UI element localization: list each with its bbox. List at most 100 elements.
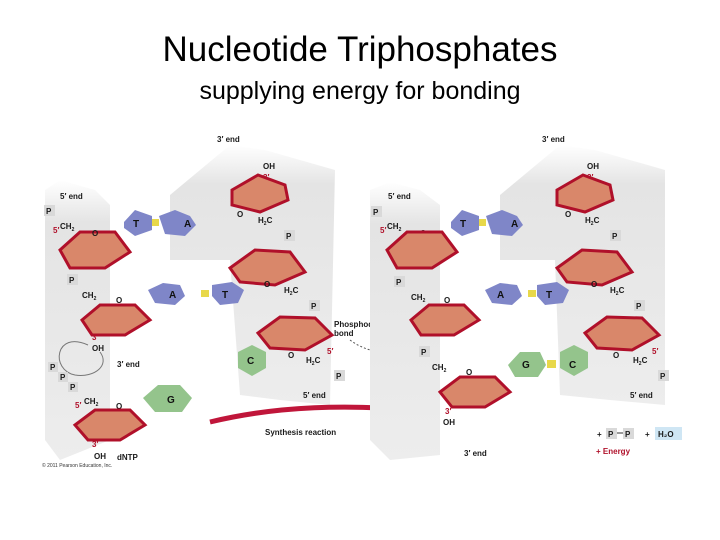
- phosphate-label: P: [50, 363, 56, 372]
- base-g-label: G: [167, 395, 175, 406]
- dntp-label: dNTP: [117, 453, 139, 462]
- base-c: [238, 345, 266, 376]
- sugar-pentagon: [80, 303, 153, 337]
- phosphate-box: [394, 276, 405, 287]
- five-prime-end-label: 5′ end: [388, 192, 411, 201]
- phosphate-box: [419, 346, 430, 357]
- base-t-label: T: [460, 219, 466, 230]
- phosphate-box: [658, 370, 669, 381]
- h2c-label: H2C: [585, 216, 600, 227]
- ch2-label: CH2: [84, 397, 99, 408]
- attack-loop: [58, 341, 104, 376]
- base-a: [159, 210, 196, 236]
- h2c-label: H2C: [633, 356, 648, 367]
- phosphodiester-bond-label-2: bond: [334, 329, 354, 338]
- sugar-pentagon: [582, 315, 662, 352]
- o-label: O: [444, 296, 450, 305]
- five-prime-label: 5′: [652, 347, 658, 356]
- base-t-label: T: [222, 290, 228, 301]
- sugar-pentagon: [72, 408, 148, 442]
- base-a: [485, 283, 522, 305]
- three-prime-end-label: 3′ end: [217, 135, 240, 144]
- sugar-pentagon: [554, 248, 635, 287]
- three-prime-label: 3′: [92, 333, 98, 342]
- phosphate-box: [371, 206, 382, 217]
- oh-label: OH: [263, 162, 275, 171]
- five-prime-label: 5′: [75, 401, 81, 410]
- slide-title: Nucleotide Triphosphates: [162, 30, 558, 69]
- energy-label: + Energy: [596, 447, 631, 456]
- base-a: [148, 283, 185, 305]
- three-prime-label: 3′: [445, 407, 451, 416]
- base-a-label: A: [497, 290, 504, 301]
- hydrogen-bonds: [547, 360, 556, 368]
- ch2-label: CH2: [411, 293, 426, 304]
- o-label: O: [613, 351, 619, 360]
- phosphate-box: [610, 230, 621, 241]
- h2c-label: H2C: [284, 286, 299, 297]
- sugar-pentagon: [227, 248, 308, 287]
- phosphate-label: P: [660, 372, 666, 381]
- base-c: [560, 345, 588, 376]
- phosphate-box: [44, 205, 55, 216]
- oh-label: OH: [443, 418, 455, 427]
- phosphate-box: [58, 372, 68, 382]
- o-label: O: [591, 280, 597, 289]
- o-label: O: [116, 296, 122, 305]
- base-a: [486, 210, 523, 236]
- base-g: [508, 352, 546, 377]
- base-a-label: A: [169, 290, 176, 301]
- ch2-label: CH2: [432, 363, 447, 374]
- phosphate-box: [48, 362, 58, 372]
- sugar-pentagon: [58, 230, 133, 270]
- phosphate-label: P: [70, 383, 76, 392]
- sugar-pentagon: [230, 173, 290, 214]
- phosphate-label: P: [311, 302, 317, 311]
- phosphate-label: P: [60, 373, 66, 382]
- synthesis-reaction-label: Synthesis reaction: [265, 428, 336, 437]
- phosphate-label: P: [421, 348, 427, 357]
- phosphate-label: P: [69, 276, 75, 285]
- phosphate-box: [606, 428, 617, 439]
- five-prime-label: 5′: [380, 226, 386, 235]
- five-prime-end-label: 5′ end: [630, 391, 653, 400]
- base-t: [212, 282, 244, 305]
- h2o-box: [655, 427, 682, 440]
- five-prime-label: 5′: [327, 347, 333, 356]
- phosphate-box: [67, 274, 78, 285]
- slide-subtitle: supplying energy for bonding: [199, 77, 521, 105]
- base-a-label: A: [184, 219, 191, 230]
- o-label: O: [288, 351, 294, 360]
- o-label: O: [565, 210, 571, 219]
- phosphate-label: P: [612, 232, 618, 241]
- base-t-label: T: [546, 290, 552, 301]
- five-prime-label: 5′: [53, 226, 59, 235]
- o-label: O: [466, 368, 472, 377]
- five-prime-end-label: 5′ end: [303, 391, 326, 400]
- sugar-pentagon: [255, 315, 335, 352]
- phosphate-box: [334, 370, 345, 381]
- ch2-label: CH2: [387, 222, 402, 233]
- five-prime-end-label: 5′ end: [60, 192, 83, 201]
- h2o-label: H₂O: [658, 430, 674, 439]
- base-g: [143, 385, 192, 412]
- hydrogen-bonds: [201, 290, 209, 297]
- plus-label: +: [597, 430, 602, 439]
- o-label: O: [116, 402, 122, 411]
- hydrogen-bonds: [479, 219, 486, 226]
- phosphate-label: P: [373, 208, 379, 217]
- phosphate-box: [623, 428, 634, 439]
- o-label: O: [237, 210, 243, 219]
- h2c-label: H2C: [610, 286, 625, 297]
- o-label: O: [264, 280, 270, 289]
- ch2-label: CH2: [60, 222, 75, 233]
- plus-label: +: [645, 430, 650, 439]
- base-t-label: T: [133, 219, 139, 230]
- phosphate-label: P: [625, 430, 631, 439]
- sugar-pentagon: [437, 375, 513, 409]
- ch2-label: CH2: [82, 291, 97, 302]
- phosphate-box: [284, 230, 295, 241]
- hydrogen-bonds: [152, 219, 159, 226]
- phosphodiester-bond-label: Phosphodiester: [334, 320, 394, 329]
- sugar-pentagon: [555, 173, 615, 214]
